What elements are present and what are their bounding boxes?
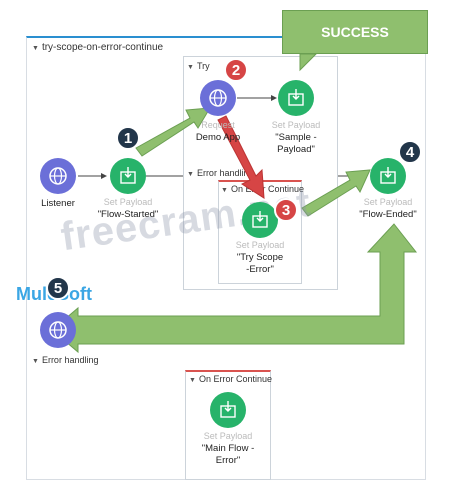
try-scope[interactable] [183,56,338,290]
globe-icon [49,321,67,339]
collapse-triangle-icon[interactable]: ▼ [221,187,228,194]
callout-tail [299,53,318,72]
set-payload-caption: Set Payload [103,197,153,207]
step-badge-4: 4 [398,140,422,164]
success-callout: SUCCESS [282,10,428,54]
step-badge-3: 3 [274,198,298,222]
set-payload-icon [380,167,396,184]
error-source-node[interactable] [40,312,76,348]
set-payload-icon [120,167,136,184]
listener-label: Listener [41,198,75,209]
collapse-triangle-icon[interactable]: ▼ [32,358,39,365]
step-badge-2: 2 [224,58,248,82]
request-demo-app-node[interactable] [200,80,236,116]
try-scope-title: ▼Try [187,61,210,71]
set-payload-name-line2: Error" [215,455,241,466]
set-payload-sample-payload[interactable] [278,80,314,116]
set-payload-name-line1: "Sample - [275,132,317,143]
request-name: Demo App [195,132,241,143]
set-payload-name: "Flow-Ended" [359,209,417,220]
outer-on-error-continue[interactable] [185,370,271,480]
set-payload-name-line1: "Main Flow - [201,443,255,454]
set-payload-caption: Set Payload [271,120,321,130]
set-payload-caption: Set Payload [363,197,413,207]
inner-on-error-title: ▼On Error Continue [221,184,304,194]
set-payload-name: "Flow-Started" [97,209,159,220]
set-payload-flow-started[interactable] [110,158,146,194]
error-arrow-2-3 [217,115,265,199]
set-payload-icon [252,211,268,228]
collapse-triangle-icon[interactable]: ▼ [187,64,194,71]
collapse-triangle-icon[interactable]: ▼ [189,377,196,384]
set-payload-name-line2: -Error" [246,264,274,275]
set-payload-icon [220,401,236,418]
set-payload-try-scope-error[interactable] [242,202,278,238]
step-badge-5: 5 [46,276,70,300]
try-error-handling-title: ▼Error handling [187,168,254,178]
set-payload-caption: Set Payload [203,431,253,441]
set-payload-icon [288,89,304,106]
set-payload-name-line2: Payload" [277,144,315,155]
request-caption: Request [201,120,235,130]
listener-node[interactable] [40,158,76,194]
set-payload-flow-ended[interactable] [370,158,406,194]
step-badge-1: 1 [116,126,140,150]
set-payload-name-line1: "Try Scope [236,252,284,263]
collapse-triangle-icon[interactable]: ▼ [187,171,194,178]
globe-icon [49,167,67,185]
flow-arrow-3-4 [301,169,371,217]
outer-on-error-title: ▼On Error Continue [189,374,272,384]
outer-error-handling-title: ▼Error handling [32,355,99,365]
set-payload-main-flow-error[interactable] [210,392,246,428]
set-payload-caption: Set Payload [235,240,285,250]
flow-title[interactable]: ▼try-scope-on-error-continue [32,42,164,53]
globe-icon [209,89,227,107]
collapse-triangle-icon[interactable]: ▼ [32,45,39,52]
flow-arrow-1-2 [135,107,211,157]
